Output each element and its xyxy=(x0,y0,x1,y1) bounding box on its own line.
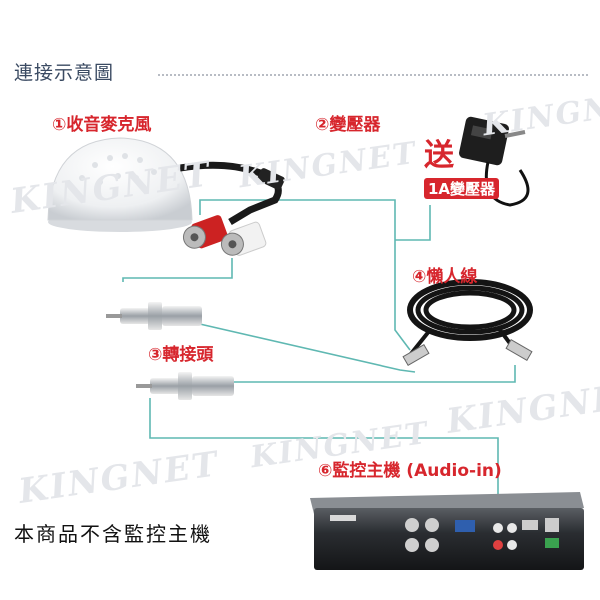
cable-coil-image xyxy=(402,279,533,367)
gift-badge: 送 xyxy=(424,138,454,173)
label-microphone: ①收音麥克風 xyxy=(52,115,152,135)
line-connector2-to-cable xyxy=(230,365,516,383)
title-divider xyxy=(158,74,588,76)
dvr-unit-image xyxy=(310,492,584,570)
label-dvr: ⑥監控主機 (Audio-in) xyxy=(318,456,502,481)
disclaimer-note: 本商品不含監控主機 xyxy=(14,522,212,546)
label-cable: ④懶人線 xyxy=(412,267,478,287)
gift-item-label: 1A變壓器 xyxy=(424,178,500,199)
label-dvr-text: ⑥監控主機 (Audio-in) xyxy=(318,461,502,481)
line-mic-to-connector xyxy=(122,258,233,282)
connector-lines xyxy=(122,199,516,518)
page-title: 連接示意圖 xyxy=(14,62,115,84)
line-mic-power xyxy=(199,199,411,351)
bnc-adapter-1 xyxy=(106,302,202,330)
line-connector-to-cable xyxy=(164,315,416,373)
line-to-dvr xyxy=(149,398,499,518)
audio-in-ports xyxy=(493,523,517,550)
label-connector: ③轉接頭 xyxy=(148,345,214,365)
label-adapter: ②變壓器 xyxy=(315,115,381,135)
microphone-dome xyxy=(47,137,285,256)
bnc-adapter-2 xyxy=(136,372,234,400)
line-adapter-to-cable xyxy=(395,205,431,241)
